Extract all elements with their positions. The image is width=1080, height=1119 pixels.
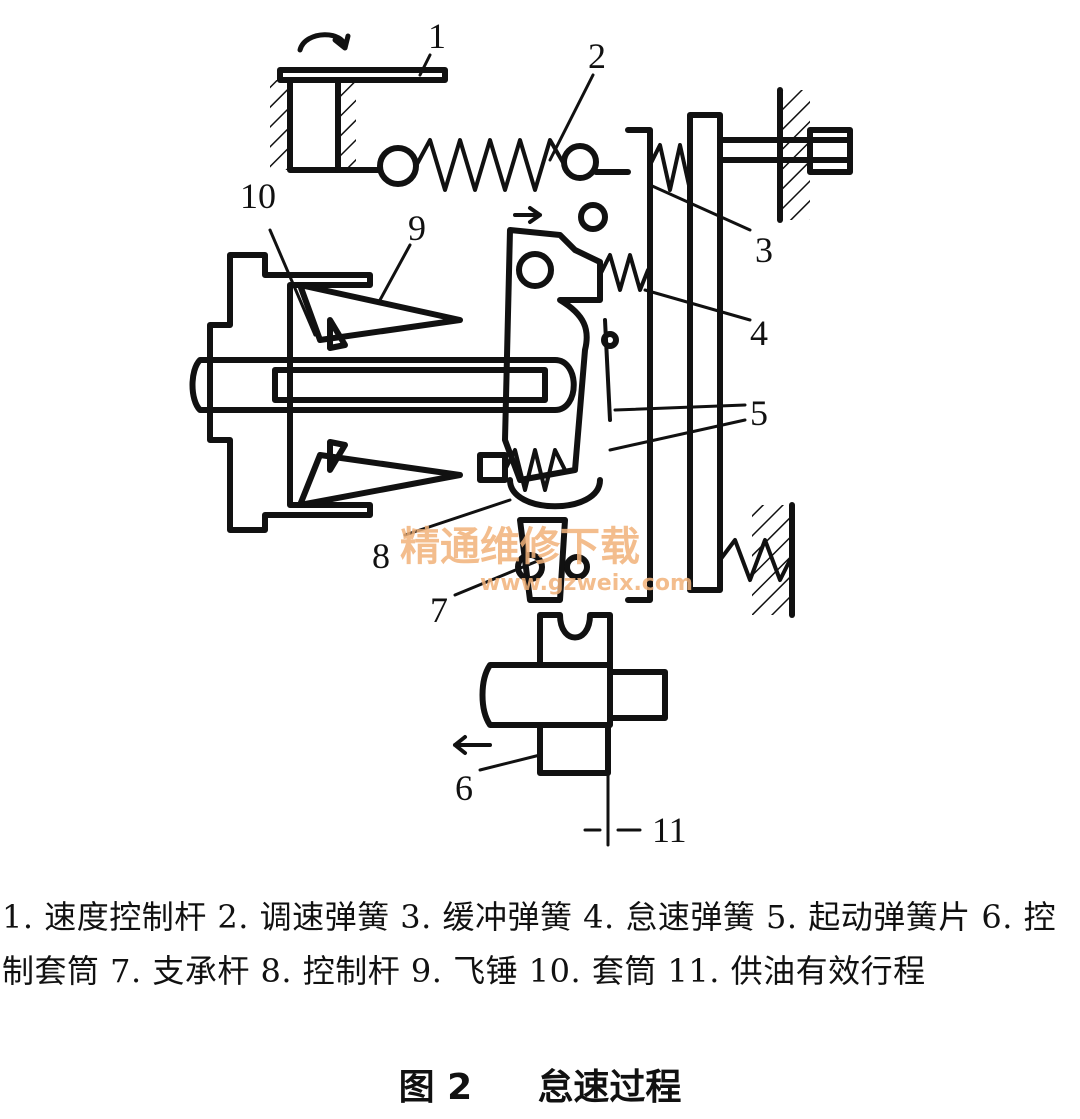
governor-spring (414, 138, 567, 192)
figure-caption: 1. 速度控制杆 2. 调速弹簧 3. 缓冲弹簧 4. 怠速弹簧 5. 起动弹簧… (2, 898, 1057, 990)
watermark-url: www.gzweix.com (480, 571, 693, 596)
direction-arrow-right (513, 206, 542, 224)
governor-diagram: 精通维修下载 www.gzweix.com 1 2 3 4 5 6 7 8 9 … (189, 16, 853, 850)
label-7: 7 (430, 590, 448, 630)
figure-title-text: 怠速过程 (537, 1067, 682, 1108)
label-9: 9 (408, 208, 426, 248)
label-10: 10 (240, 176, 276, 216)
label-3: 3 (755, 230, 773, 270)
watermark-text: 精通维修下载 (400, 524, 640, 570)
label-1: 1 (428, 16, 446, 56)
figure-title: 图 2 怠速过程 (0, 1058, 1080, 1110)
control-sleeve (479, 612, 668, 847)
direction-arrow-left (453, 735, 492, 755)
label-2: 2 (588, 36, 606, 76)
control-lever (477, 202, 650, 603)
figure-number: 图 2 (398, 1067, 473, 1108)
buffer-spring-assembly (625, 87, 853, 603)
label-5: 5 (750, 393, 768, 433)
speed-control-lever (270, 32, 448, 187)
label-6: 6 (455, 768, 473, 808)
label-4: 4 (750, 313, 768, 353)
label-8: 8 (372, 536, 390, 576)
label-11: 11 (652, 810, 687, 850)
flyweight-housing (207, 252, 463, 533)
governor-shaft (189, 357, 577, 413)
